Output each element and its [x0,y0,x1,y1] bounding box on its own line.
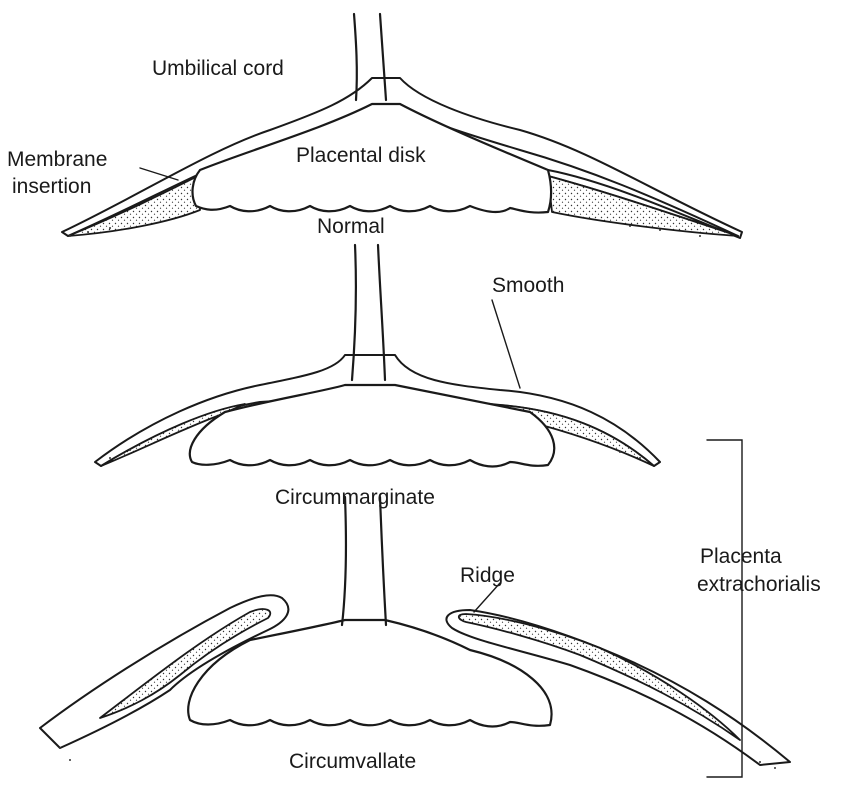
label-circummarginate: Circummarginate [275,486,435,510]
circumvallate-cord-left [342,497,346,625]
smooth-leader [492,300,520,388]
label-normal: Normal [317,215,385,239]
label-ridge: Ridge [460,564,515,588]
circumvallate-cord-right [380,497,386,625]
label-membrane-insertion-line2: insertion [12,175,91,199]
circumvallate-placenta [40,497,790,765]
label-extrachorialis: extrachorialis [697,573,821,597]
label-smooth: Smooth [492,274,564,298]
circummarginate-placenta [95,245,660,466]
label-circumvallate: Circumvallate [289,750,416,774]
label-placenta: Placenta [700,545,782,569]
label-membrane-insertion-line1: Membrane [7,148,107,172]
normal-placenta [62,14,742,238]
label-umbilical-cord: Umbilical cord [152,57,284,81]
normal-cord-left [354,14,357,100]
label-placental-disk: Placental disk [296,144,426,168]
